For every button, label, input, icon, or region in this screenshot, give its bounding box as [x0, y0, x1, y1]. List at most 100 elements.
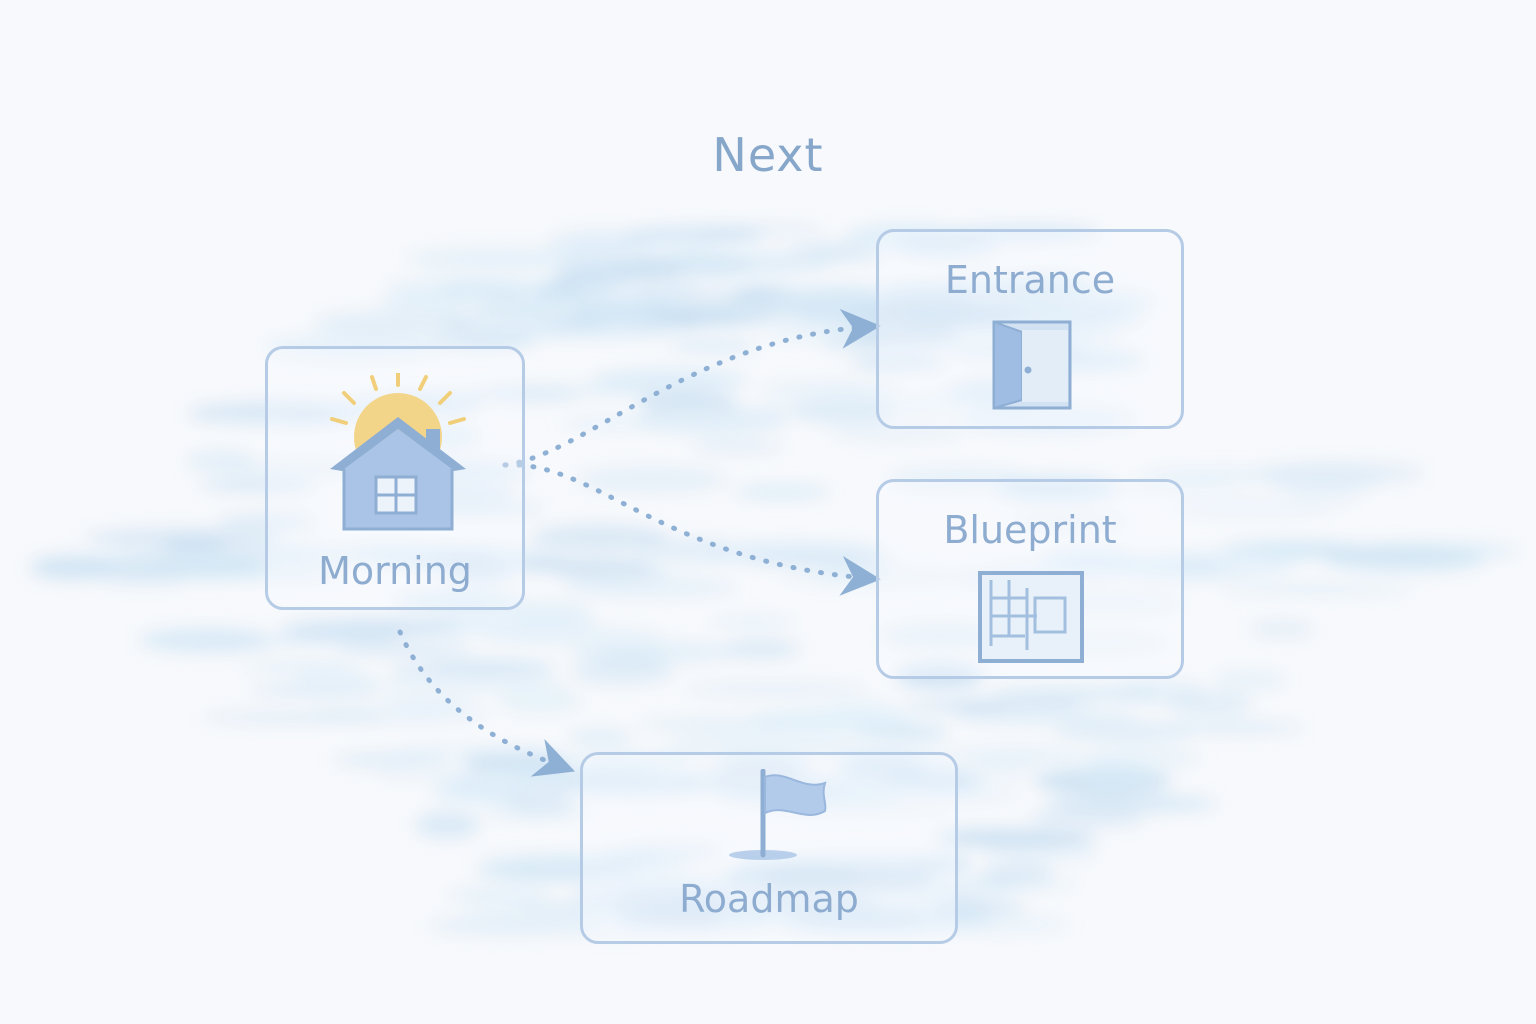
wash-stroke: [992, 687, 1161, 701]
wash-stroke: [995, 476, 1117, 501]
wash-stroke: [443, 561, 513, 584]
wash-stroke: [1219, 584, 1415, 595]
wash-stroke: [690, 441, 784, 452]
wash-stroke: [937, 914, 1070, 935]
node-entrance-label: Entrance: [944, 258, 1116, 302]
wash-stroke: [1166, 692, 1253, 716]
wash-stroke: [1080, 761, 1152, 786]
node-entrance[interactable]: Entrance: [876, 229, 1184, 429]
door-icon: [992, 320, 1072, 410]
wash-stroke: [531, 524, 667, 551]
edge-morning-entrance: [502, 308, 881, 468]
wash-stroke: [960, 762, 1040, 780]
wash-stroke: [636, 716, 799, 733]
wash-stroke: [429, 784, 539, 803]
wash-stroke: [313, 310, 478, 337]
wash-stroke: [446, 887, 552, 903]
wash-stroke: [663, 732, 858, 759]
wash-stroke: [139, 627, 273, 653]
wash-stroke: [498, 686, 583, 715]
wash-stroke: [1250, 621, 1314, 637]
wash-stroke: [340, 542, 432, 561]
diagram-title: Next: [712, 128, 824, 182]
wash-stroke: [1053, 721, 1194, 742]
node-blueprint[interactable]: Blueprint: [876, 479, 1184, 679]
wash-stroke: [374, 768, 440, 783]
wash-stroke: [210, 411, 294, 425]
wash-stroke: [709, 616, 795, 628]
wash-stroke: [369, 675, 568, 695]
wash-stroke: [935, 829, 1096, 848]
wash-stroke: [633, 406, 789, 434]
wash-stroke: [951, 746, 1083, 765]
wash-stroke: [468, 318, 545, 337]
wash-stroke: [414, 252, 610, 272]
node-morning[interactable]: Morning: [265, 346, 525, 610]
wash-stroke: [684, 681, 868, 698]
wash-stroke: [1213, 669, 1286, 692]
wash-stroke: [927, 785, 1020, 805]
wash-stroke: [641, 234, 722, 254]
wash-stroke: [297, 668, 376, 691]
floor-plan-icon: [978, 571, 1084, 663]
wash-stroke: [716, 904, 779, 930]
wash-stroke: [568, 727, 632, 747]
wash-stroke: [896, 663, 984, 689]
edge-morning-blueprint: [502, 462, 881, 596]
wash-stroke: [429, 334, 536, 349]
wash-stroke: [956, 709, 1139, 725]
wash-stroke: [333, 752, 450, 768]
wash-stroke: [881, 622, 1002, 649]
house-with-sun-icon: [330, 373, 466, 531]
wash-stroke: [888, 466, 1030, 491]
wash-stroke: [85, 528, 282, 549]
wash-stroke: [1283, 488, 1359, 509]
wash-stroke: [481, 625, 663, 647]
wash-stroke: [471, 277, 558, 289]
wash-stroke: [809, 248, 886, 263]
wash-stroke: [1028, 808, 1145, 828]
wash-stroke: [1298, 546, 1451, 558]
wash-stroke: [757, 382, 904, 395]
wash-stroke: [769, 706, 915, 733]
wash-stroke: [699, 225, 824, 236]
wash-stroke: [1141, 467, 1306, 483]
wash-stroke: [1044, 795, 1217, 812]
wash-stroke: [415, 811, 480, 839]
edge-morning-roadmap: [397, 629, 576, 777]
wash-stroke: [199, 480, 318, 491]
wash-stroke: [202, 712, 387, 723]
wash-stroke: [549, 270, 631, 290]
wash-stroke: [335, 643, 473, 656]
wash-stroke: [571, 657, 674, 685]
wash-stroke: [723, 640, 800, 658]
wash-stroke: [896, 234, 1000, 259]
wash-stroke: [570, 883, 754, 906]
wash-stroke: [1114, 555, 1223, 576]
node-blueprint-label: Blueprint: [943, 508, 1117, 552]
wash-stroke: [1011, 514, 1129, 529]
wash-stroke: [388, 659, 557, 682]
wash-stroke: [733, 484, 830, 500]
wash-stroke: [838, 755, 926, 783]
wash-stroke: [556, 563, 667, 585]
wash-stroke: [792, 398, 897, 425]
wash-stroke: [667, 340, 759, 352]
wash-stroke: [427, 916, 602, 936]
wash-stroke: [715, 756, 809, 777]
wash-stroke: [1167, 722, 1304, 733]
flag-icon: [729, 769, 827, 860]
wash-stroke: [768, 864, 934, 892]
wash-stroke: [273, 629, 404, 644]
wash-stroke: [1268, 470, 1381, 493]
wash-stroke: [929, 896, 990, 922]
wash-stroke: [390, 288, 569, 299]
wash-stroke: [901, 697, 1090, 714]
node-roadmap[interactable]: Roadmap: [580, 752, 958, 944]
node-morning-label: Morning: [318, 549, 472, 593]
wash-stroke: [610, 875, 801, 886]
wash-stroke: [657, 251, 834, 276]
wash-stroke: [591, 369, 748, 393]
